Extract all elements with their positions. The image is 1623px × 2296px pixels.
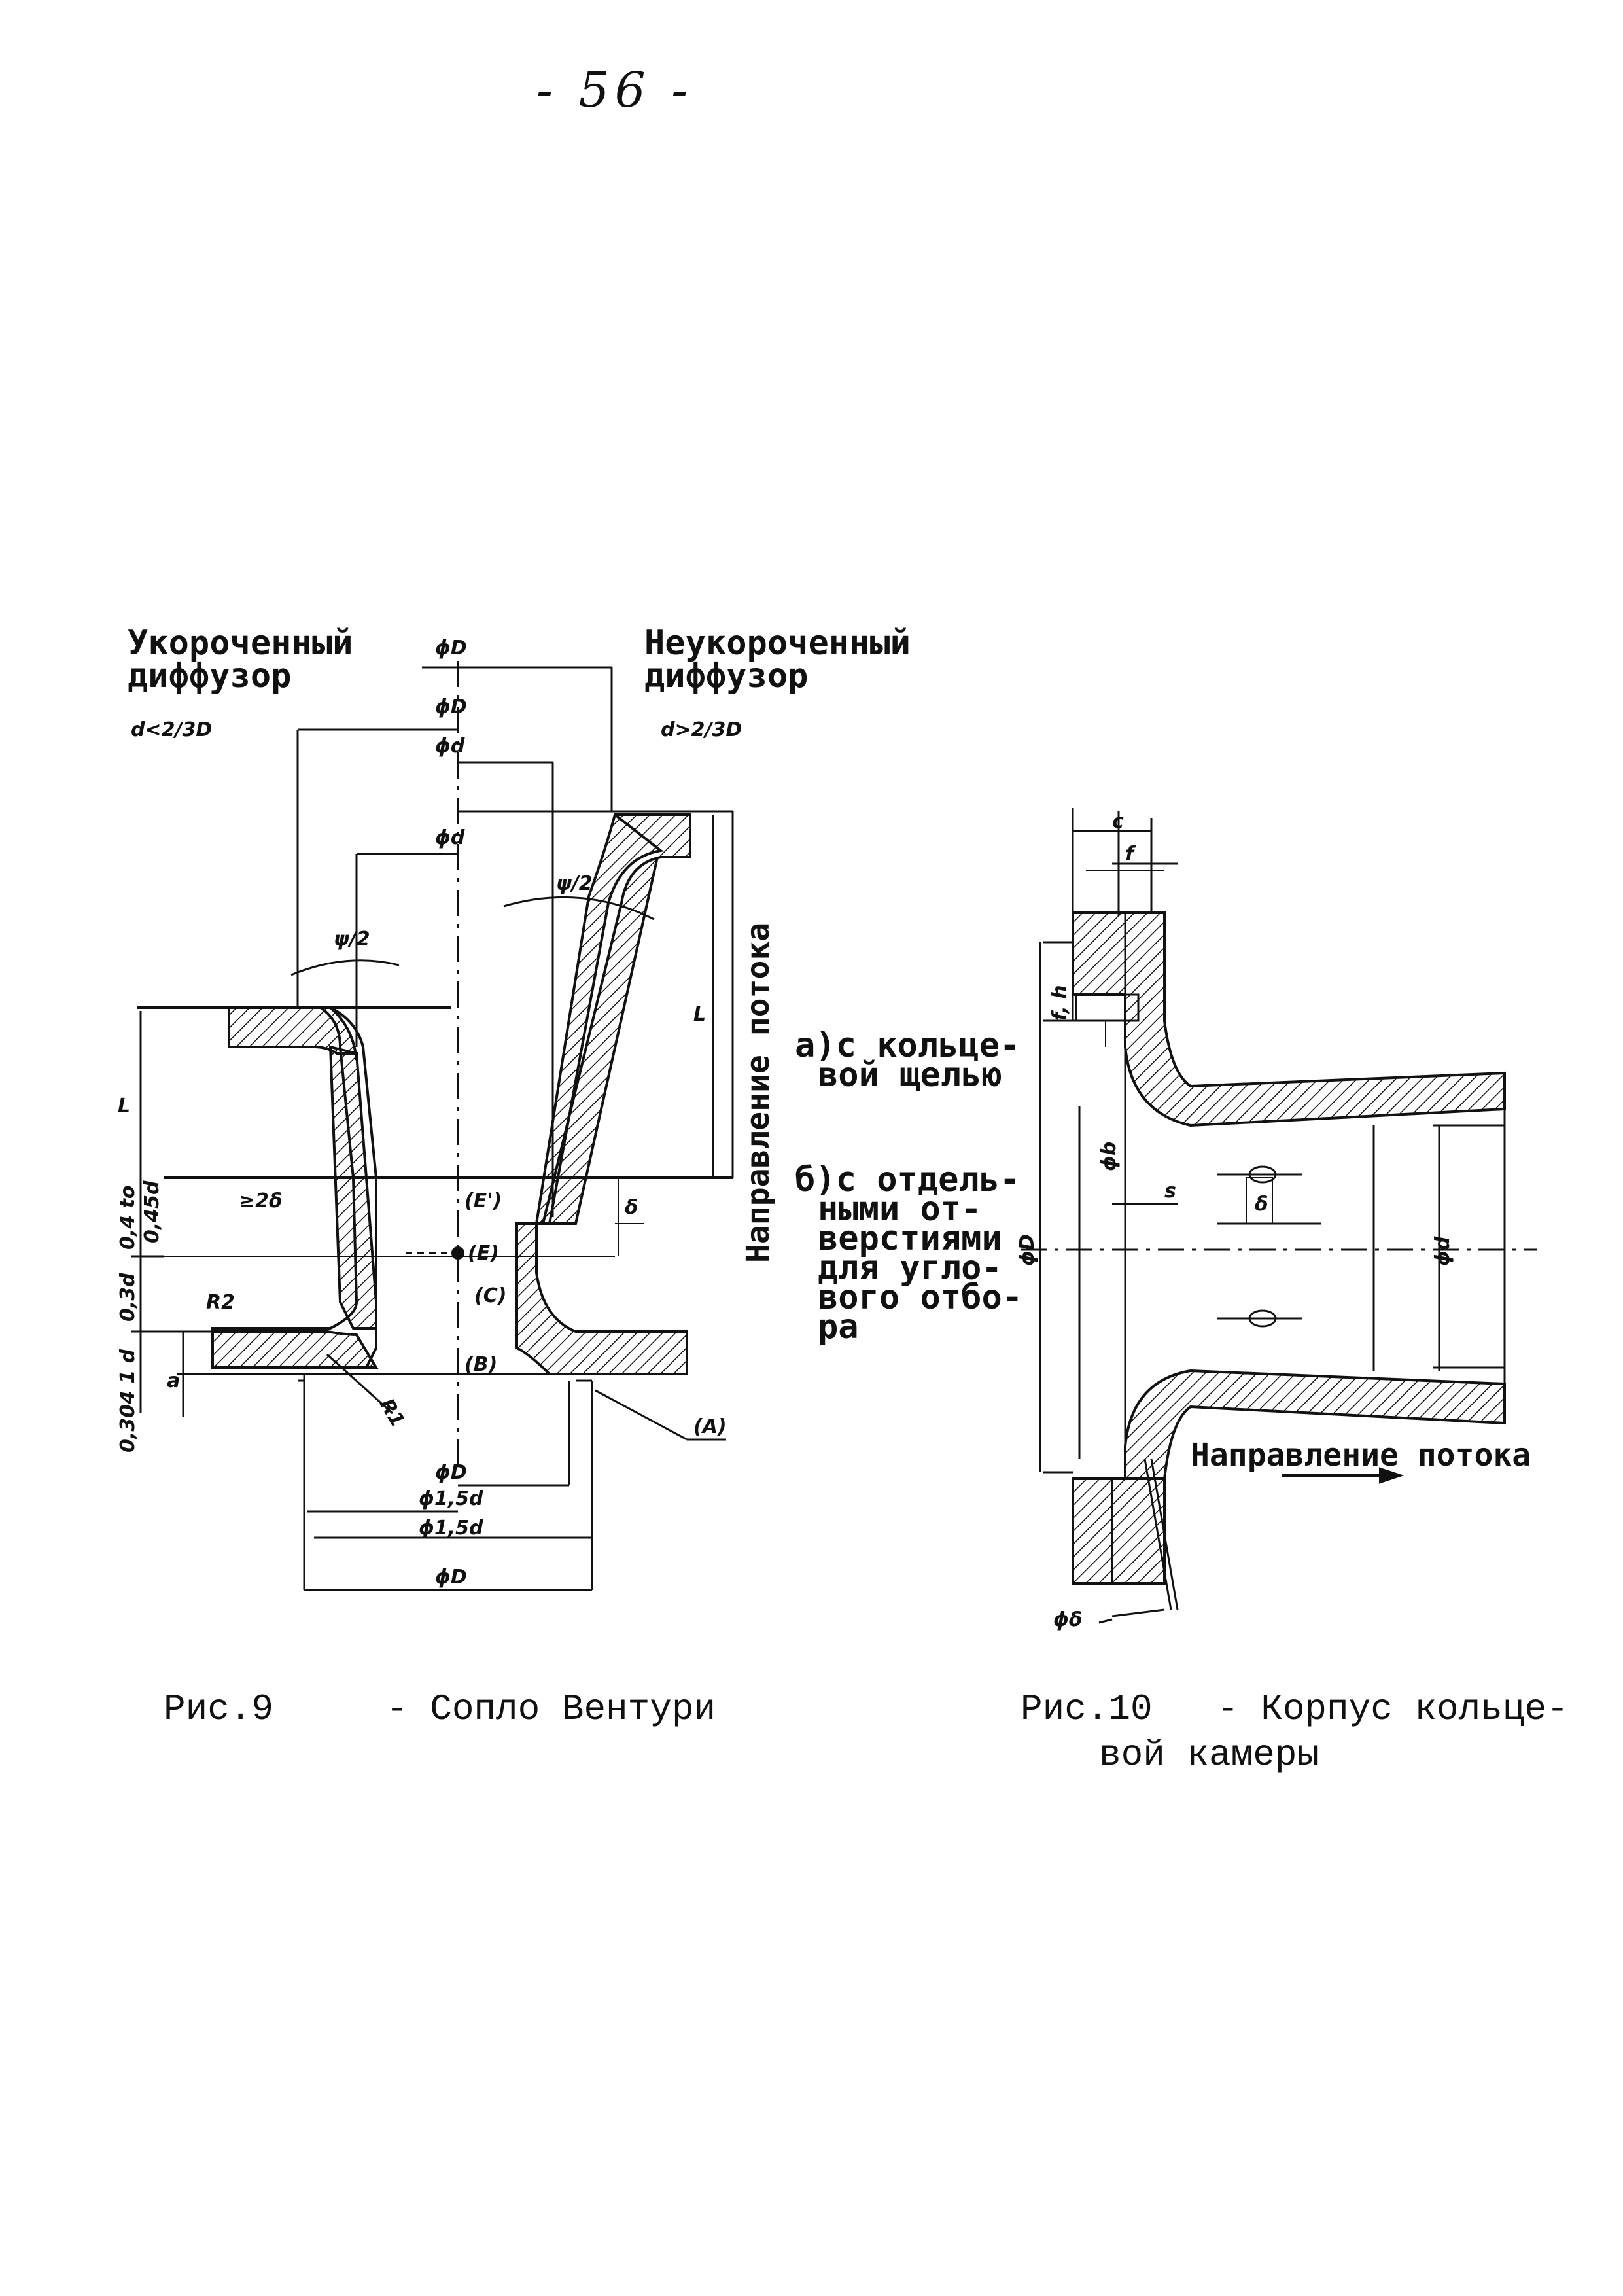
fig9-right-title-2: диффузор — [644, 656, 808, 696]
fig9-dim-psi-left: ψ/2 — [334, 928, 370, 951]
fig9-right-condition: d>2/3D — [661, 718, 742, 741]
fig9-dim-L-left: L — [118, 1095, 130, 1118]
fig9-dim-E: (E) — [468, 1242, 499, 1265]
fig9-caption-number: Рис.9 — [164, 1688, 274, 1730]
fig9-dim-0304: 0,304 1 d — [116, 1349, 139, 1453]
fig9-right-title-1: Неукороченный — [644, 624, 911, 663]
fig9-dim-E-prime: (E') — [464, 1190, 502, 1212]
fig10-label-b-4: для угло- — [818, 1248, 1002, 1288]
fig10-dim-phi-d: ϕd — [1431, 1236, 1454, 1266]
fig10-dim-f: f — [1125, 843, 1136, 866]
fig9-labels: Укороченный диффузор d<2/3D Неукороченны… — [116, 624, 911, 1589]
fig9-dim-phiD-2: ϕD — [435, 696, 467, 718]
fig10-labels: а)с кольце- вой щелью б)с отдель- ными о… — [795, 810, 1531, 1631]
fig10-label-b-3: верстиями — [818, 1219, 1002, 1258]
fig10-label-b-5: вого отбо- — [818, 1278, 1022, 1317]
fig9-dim-phiD-top: ϕD — [435, 637, 467, 660]
fig9-dim-ge2delta: ≥2δ — [239, 1190, 283, 1212]
fig10-caption-number: Рис.10 — [1021, 1688, 1153, 1730]
fig9-dim-L-right: L — [693, 1003, 706, 1026]
fig9-left-condition: d<2/3D — [131, 718, 212, 741]
fig9-dim-B: (B) — [464, 1353, 497, 1376]
fig9-dim-C: (C) — [474, 1284, 506, 1307]
fig9-dim-03d: 0,3d — [116, 1273, 139, 1322]
fig9-dim-phiD-bottom2: ϕD — [435, 1566, 467, 1589]
fig10-chamber-drawing — [1021, 808, 1537, 1624]
fig9-dim-phiD-bottom1: ϕD — [435, 1461, 467, 1484]
fig10-label-b-2: ными от- — [818, 1190, 981, 1229]
fig9-dim-delta: δ — [625, 1196, 638, 1219]
fig9-dim-R1: R1 — [375, 1395, 409, 1432]
fig10-label-a-1: а)с кольце- — [795, 1026, 1020, 1065]
fig9-flow-direction: Направление потока — [740, 923, 777, 1263]
fig10-label-a-2: вой щелью — [818, 1055, 1002, 1095]
fig10-dim-phi-delta: ϕδ — [1053, 1608, 1083, 1631]
fig9-dim-A: (A) — [693, 1415, 727, 1438]
fig9-left-title-1: Укороченный — [128, 624, 353, 663]
fig9-dim-045d: 0,45d — [141, 1180, 164, 1243]
fig9-left-title-2: диффузор — [128, 656, 291, 696]
fig10-dim-phi-D: ϕD — [1016, 1234, 1039, 1266]
fig9-venturi-drawing — [131, 661, 734, 1591]
fig10-label-b-1: б)с отдель- — [795, 1160, 1020, 1199]
fig9-dim-phi15d-1: ϕ1,5d — [419, 1487, 483, 1510]
fig10-label-b-6: ра — [818, 1307, 859, 1347]
fig10-dim-delta: δ — [1255, 1193, 1268, 1216]
fig9-dim-a: a — [167, 1369, 180, 1392]
page-number: - 56 - — [536, 62, 693, 118]
fig9-dim-phid-2: ϕd — [435, 826, 465, 849]
fig9-dim-R2: R2 — [206, 1291, 235, 1314]
fig10-caption-text-1: - Корпус кольце- — [1217, 1688, 1569, 1730]
fig9-dim-phid-1: ϕd — [435, 735, 465, 758]
fig9-dim-psi-right: ψ/2 — [556, 872, 593, 895]
fig9-dim-04: 0,4 to — [116, 1185, 139, 1250]
fig10-caption-text-2: вой камеры — [1099, 1734, 1319, 1776]
fig10-dim-phi-b: ϕb — [1098, 1142, 1121, 1171]
fig10-dim-fh: f, h — [1049, 985, 1072, 1021]
fig10-dim-s: s — [1164, 1180, 1176, 1203]
fig10-flow-direction: Направление потока — [1191, 1437, 1531, 1474]
fig9-dim-phi15d-2: ϕ1,5d — [419, 1517, 483, 1540]
fig10-dim-c: c — [1112, 810, 1124, 833]
fig9-caption-text: - Сопло Вентури — [386, 1688, 716, 1730]
